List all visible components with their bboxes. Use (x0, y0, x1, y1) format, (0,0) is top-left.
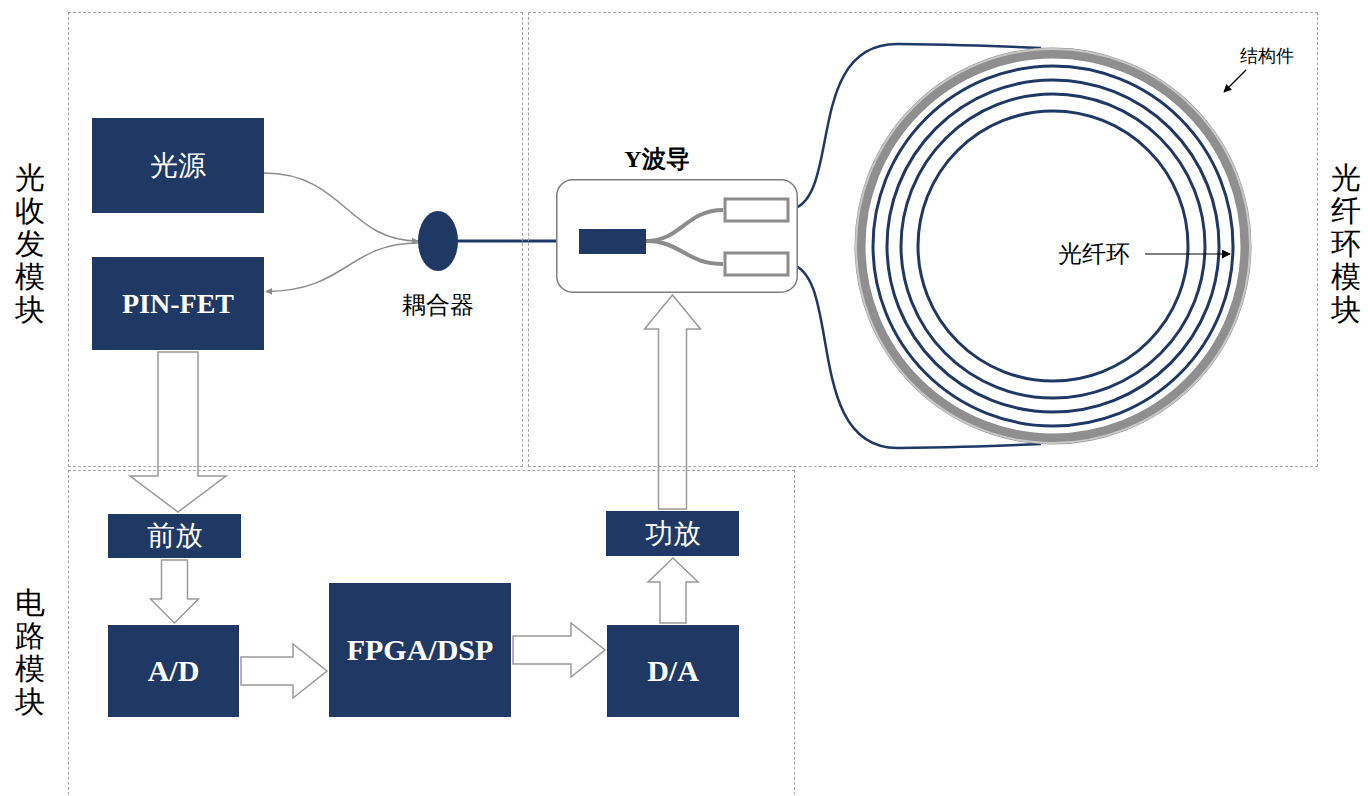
waveguide-title: Y波导 (624, 143, 689, 175)
fiber-winding (918, 111, 1188, 381)
module-label: 光纤环模块 (1331, 161, 1361, 326)
box-label: PIN-FET (122, 288, 234, 320)
fiber-winding (887, 80, 1219, 412)
part-label: 结构件 (1240, 44, 1294, 68)
waveguide-branch (646, 210, 723, 241)
process-box: FPGA/DSP (329, 583, 511, 717)
module-region: 光纤环模块Y波导光纤环 (528, 12, 1318, 467)
process-box: D/A (607, 625, 739, 717)
box-label: FPGA/DSP (347, 633, 494, 667)
signal-arrow (645, 295, 701, 509)
fiber-winding (873, 66, 1233, 426)
signal-arrow (648, 558, 698, 623)
signal-arrow (130, 352, 226, 512)
fiber-winding (901, 94, 1205, 398)
box-label: 功放 (645, 515, 701, 553)
signal-arrow (151, 560, 199, 623)
waveguide-chip (557, 180, 798, 293)
box-label: D/A (647, 654, 699, 688)
phase-modulator (725, 253, 788, 275)
module-region: 光收发模块光源PIN-FET耦合器 (68, 12, 523, 467)
process-box: PIN-FET (92, 257, 264, 350)
process-box: A/D (108, 625, 239, 717)
fiber-coil: 光纤环 (853, 46, 1253, 446)
process-box: 前放 (108, 514, 241, 558)
coupler-ellipse: 耦合器 (418, 211, 458, 271)
box-label: 前放 (147, 517, 203, 555)
signal-arrow (513, 623, 605, 677)
module-label: 光收发模块 (15, 161, 45, 326)
box-label: 光源 (150, 147, 206, 185)
waveguide-branch (646, 241, 723, 264)
phase-modulator (725, 199, 788, 221)
process-box: 光源 (92, 118, 264, 213)
y-waveguide-shape (556, 179, 798, 293)
process-box: 功放 (606, 511, 739, 556)
optical-path (266, 243, 418, 291)
structure-ring (860, 53, 1246, 439)
waveguide-input (579, 229, 646, 254)
y-waveguide: Y波导 (556, 179, 798, 293)
structure-ring-highlight (856, 49, 1250, 443)
coupler-label: 耦合器 (402, 289, 474, 321)
coupler-shape (418, 211, 458, 271)
fiber-coil-shape (853, 46, 1253, 446)
leader-line (1145, 253, 1230, 254)
coil-label: 光纤环 (1058, 238, 1130, 270)
fiber-line (790, 44, 1041, 210)
box-label: A/D (148, 654, 200, 688)
optical-path (264, 173, 418, 241)
module-region: 电路模块前放A/DFPGA/DSPD/A功放 (68, 470, 795, 796)
module-label: 电路模块 (15, 586, 45, 718)
leader-line (1224, 70, 1246, 92)
signal-arrow (241, 644, 327, 698)
coupler-ellipse-fill (418, 211, 458, 271)
